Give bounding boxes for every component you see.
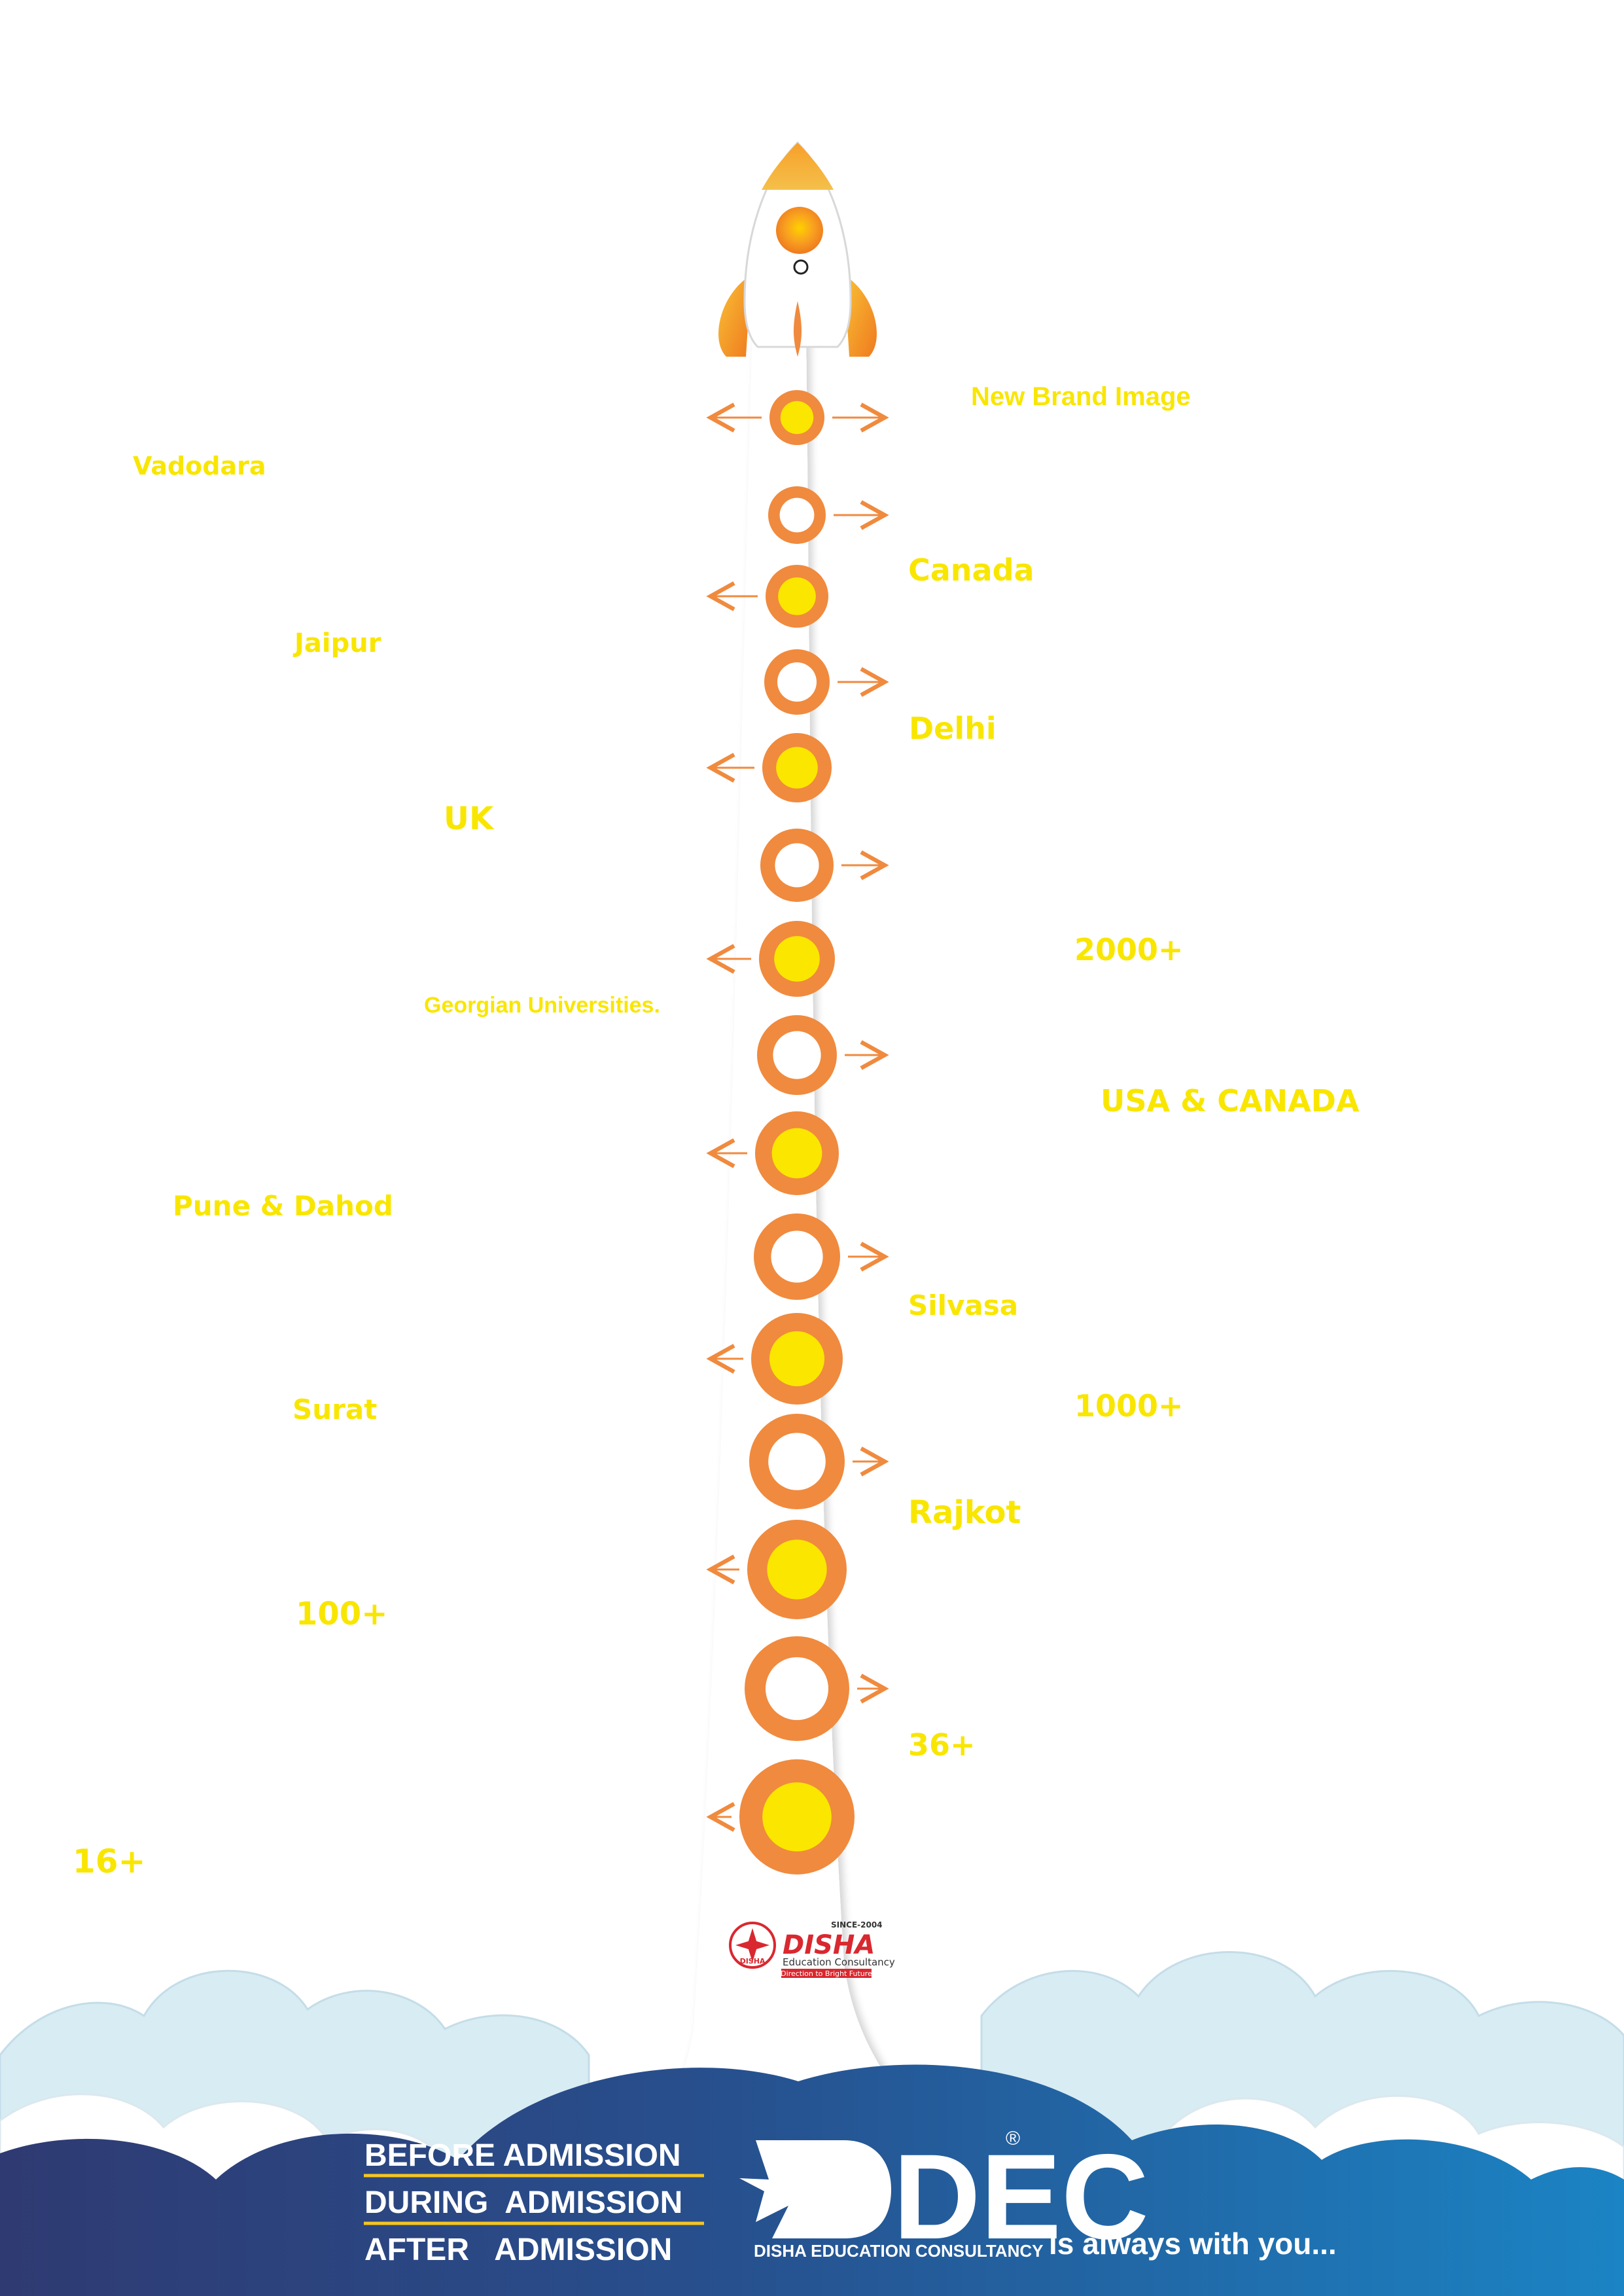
label-36-plus: 36+ — [908, 1727, 976, 1763]
rocket-icon — [718, 141, 877, 357]
milestone-dot-empty — [773, 1031, 821, 1079]
label-silvasa: Silvasa — [908, 1289, 1019, 1321]
svg-text:DISHA EDUCATION CONSULTANCY: DISHA EDUCATION CONSULTANCY — [754, 2241, 1043, 2261]
plane-icon — [739, 2140, 891, 2238]
milestone-dot-filled — [762, 1782, 832, 1852]
milestone-dot-filled — [778, 577, 816, 615]
milestone-dot-empty — [771, 1230, 823, 1283]
milestone-dot-empty — [766, 1657, 828, 1720]
disha-logo: DISHA DISHA SINCE-2004 Education Consult… — [729, 1920, 895, 1978]
footer-tagline: is always with you... — [1049, 2227, 1337, 2261]
label-jaipur: Jaipur — [294, 628, 381, 658]
label-uk: UK — [444, 800, 494, 837]
label-new-brand-image: New Brand Image — [971, 382, 1191, 411]
label-rajkot: Rajkot — [908, 1494, 1021, 1531]
svg-text:DISHA: DISHA — [783, 1930, 875, 1960]
svg-text:®: ® — [1006, 2128, 1020, 2149]
label-100-plus: 100+ — [296, 1596, 388, 1632]
milestone-dot-filled — [776, 747, 818, 789]
svg-text:SINCE-2004: SINCE-2004 — [831, 1920, 883, 1929]
milestone-dot-filled — [767, 1539, 827, 1600]
milestone-dot-empty — [768, 1433, 826, 1490]
label-2000-plus: 2000+ — [1074, 932, 1184, 967]
label-1000-plus: 1000+ — [1074, 1388, 1184, 1424]
milestone-dot-empty — [777, 662, 817, 702]
dec-logo: DEC ® DISHA EDUCATION CONSULTANCY — [739, 2128, 1149, 2265]
footer-after-admission: AFTER ADMISSION — [364, 2233, 673, 2267]
svg-text:DEC: DEC — [893, 2130, 1149, 2265]
footer-before-admission: BEFORE ADMISSION — [364, 2138, 681, 2173]
footer-during-admission: DURING ADMISSION — [364, 2185, 683, 2220]
svg-text:DISHA: DISHA — [740, 1957, 766, 1965]
label-surat: Surat — [292, 1393, 378, 1426]
milestone-dot-filled — [771, 1128, 822, 1179]
milestone-dot-empty — [775, 843, 819, 888]
label-vadodara: Vadodara — [133, 452, 266, 480]
svg-text:Direction to Bright Future: Direction to Bright Future — [781, 1969, 872, 1978]
label-usa-canada: USA & CANADA — [1101, 1083, 1360, 1119]
label-16-plus: 16+ — [73, 1842, 146, 1880]
milestone-dot-empty — [779, 497, 815, 533]
label-pune-dahod: Pune & Dahod — [173, 1190, 393, 1222]
milestone-column — [706, 390, 889, 1874]
milestone-dot-filled — [774, 936, 820, 982]
label-georgian-universities: Georgian Universities. — [424, 993, 660, 1018]
label-delhi: Delhi — [909, 711, 997, 746]
milestone-dot-filled — [780, 401, 814, 435]
milestone-dot-filled — [769, 1331, 824, 1386]
label-canada: Canada — [908, 552, 1034, 588]
svg-text:Education Consultancy: Education Consultancy — [783, 1956, 895, 1968]
